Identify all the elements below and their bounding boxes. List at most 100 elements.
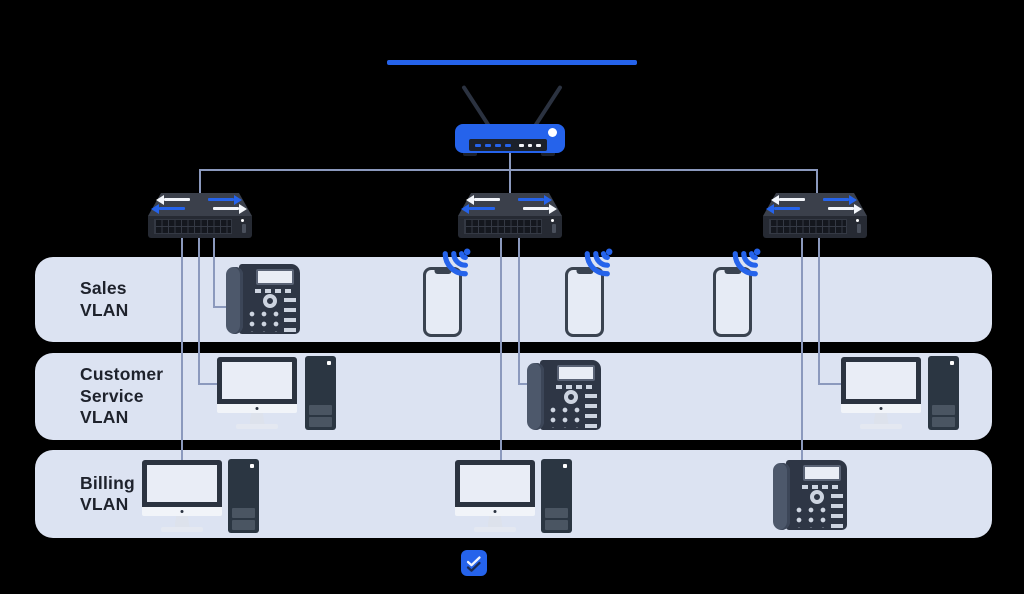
ip-phone-buttons xyxy=(255,289,295,293)
monitor-stand xyxy=(249,413,265,424)
vlan-label-line: VLAN xyxy=(80,299,129,320)
ip-phone-keypad xyxy=(791,504,827,528)
switch-led xyxy=(856,219,859,222)
ip-phone-side-keys xyxy=(284,296,296,332)
router-port-led xyxy=(519,143,524,147)
traffic-arrow-icon xyxy=(518,198,544,201)
router-port-led xyxy=(485,143,492,147)
ip-phone-nav-dial xyxy=(564,390,578,404)
router-port-led xyxy=(505,143,512,147)
smartphone-notch xyxy=(576,269,593,274)
router-port-panel xyxy=(469,139,547,151)
monitor-base xyxy=(236,424,278,429)
monitor-logo-dot xyxy=(180,510,184,513)
ip-phone-screen xyxy=(803,465,841,481)
vlan-label-line: Sales xyxy=(80,278,127,299)
smartphone-notch xyxy=(724,269,741,274)
tower-led xyxy=(250,464,254,468)
tower-drive-bay xyxy=(545,520,568,530)
link-switch1-sales-phone xyxy=(213,236,215,308)
tower-drive-bay xyxy=(932,417,955,427)
vlan-label-line: Customer xyxy=(80,364,164,385)
link-switch3-billing-phone xyxy=(801,236,803,465)
router-port-led xyxy=(475,143,482,147)
tower-drive-bay xyxy=(545,508,568,518)
router-port-led xyxy=(527,143,533,147)
monitor-screen xyxy=(217,357,297,404)
link-trunk-switch2 xyxy=(509,169,511,195)
traffic-arrow-icon xyxy=(208,198,234,201)
monitor-chin xyxy=(455,507,535,516)
ip-phone-screen xyxy=(557,365,595,381)
traffic-arrow-icon xyxy=(779,198,805,201)
link-switch1-billing-desktop xyxy=(181,236,183,462)
billing-desktop-monitor-middle xyxy=(455,460,535,532)
vlan-label-billing: Billing VLAN xyxy=(80,473,992,516)
traffic-arrow-icon xyxy=(474,198,500,201)
monitor-base xyxy=(161,527,203,532)
traffic-arrow-icon xyxy=(523,207,549,210)
monitor-screen xyxy=(142,460,222,507)
switch-slot xyxy=(242,224,246,233)
ip-phone-screen xyxy=(256,269,294,285)
vlan-band-customer-service: Customer Service VLAN xyxy=(35,353,992,440)
ip-phone-nav-dial xyxy=(810,490,824,504)
switch-port-strip xyxy=(464,219,542,234)
monitor-stand xyxy=(487,516,503,527)
double-checkmark-logo xyxy=(461,550,487,576)
ip-phone-keypad xyxy=(244,308,280,332)
cs-desktop-monitor-left xyxy=(217,357,297,429)
tower-drive-bay xyxy=(232,508,255,518)
monitor-screen xyxy=(455,460,535,507)
monitor-logo-dot xyxy=(493,510,497,513)
ip-phone-body xyxy=(239,264,300,334)
sales-smartphone-3 xyxy=(713,248,761,337)
router-foot xyxy=(541,150,555,156)
ip-phone-buttons xyxy=(556,385,596,389)
link-switch1-cs-desktop xyxy=(198,236,200,385)
traffic-arrow-icon xyxy=(213,207,239,210)
vlan-label-line: VLAN xyxy=(80,494,129,514)
switch-port-strip xyxy=(769,219,847,234)
monitor-stand xyxy=(873,413,889,424)
link-router-trunk xyxy=(509,150,511,170)
vlan-label-line: Billing xyxy=(80,472,135,493)
traffic-arrow-icon xyxy=(774,207,800,210)
sales-smartphone-1 xyxy=(423,248,471,337)
monitor-chin xyxy=(142,507,222,516)
ip-phone-body xyxy=(540,360,601,430)
tower-drive-bay xyxy=(309,405,332,415)
ip-phone-side-keys xyxy=(831,492,843,528)
network-switch-2 xyxy=(458,193,562,238)
vlan-label-line: Service xyxy=(80,385,144,406)
vlan-label-sales: Sales VLAN xyxy=(80,278,992,321)
monitor-base xyxy=(860,424,902,429)
sales-smartphone-2 xyxy=(565,248,613,337)
monitor-base xyxy=(474,527,516,532)
tower-led xyxy=(950,361,954,365)
vlan-label-line: VLAN xyxy=(80,407,129,428)
wifi-signal-icon xyxy=(442,248,471,277)
switch-port-strip xyxy=(154,219,232,234)
switch-slot xyxy=(552,224,556,233)
monitor-chin xyxy=(841,404,921,413)
cs-desktop-monitor-right xyxy=(841,357,921,429)
router-antenna-icon xyxy=(533,84,563,128)
router-foot xyxy=(463,150,477,156)
ip-phone-body xyxy=(786,460,847,530)
link-switch1-cs-desktop xyxy=(198,383,219,385)
link-switch3-cs-desktop xyxy=(818,236,820,385)
monitor-chin xyxy=(217,404,297,413)
cs-ip-phone xyxy=(527,360,601,432)
ip-phone-handset xyxy=(226,267,243,334)
vlan-label-customer-service: Customer Service VLAN xyxy=(80,364,992,428)
tower-drive-bay xyxy=(309,417,332,427)
switch-led xyxy=(551,219,554,222)
switch-slot xyxy=(857,224,861,233)
monitor-stand xyxy=(174,516,190,527)
smartphone-notch xyxy=(434,269,451,274)
billing-ip-phone xyxy=(773,460,847,532)
link-switch1-sales-phone xyxy=(213,306,235,308)
link-trunk-switch3 xyxy=(816,169,818,195)
wifi-signal-icon xyxy=(584,248,613,277)
